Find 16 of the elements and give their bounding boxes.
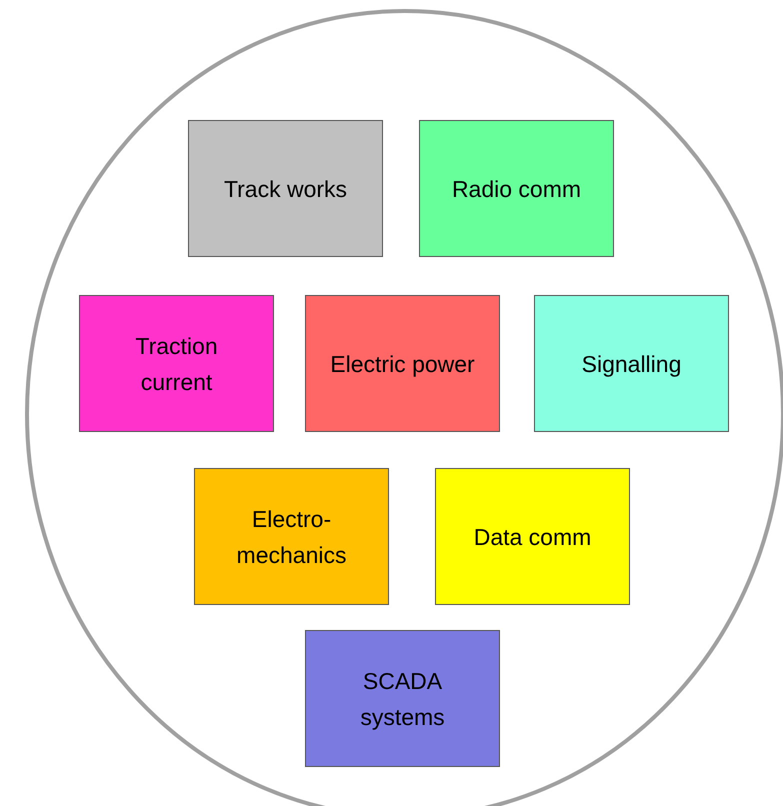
category-label: Signalling <box>582 350 682 379</box>
category-box <box>534 295 729 432</box>
category-label: Electro- mechanics <box>236 504 348 570</box>
category-label: Data comm <box>474 522 592 552</box>
category-label: Track works <box>224 174 348 204</box>
category-label: Electric power <box>330 350 475 379</box>
category-box <box>188 120 383 257</box>
category-box <box>305 295 500 432</box>
category-box <box>435 468 630 605</box>
category-box <box>419 120 614 257</box>
category-box <box>305 630 500 767</box>
category-box <box>79 295 274 432</box>
category-label: Radio comm <box>452 174 582 204</box>
category-label: Traction current <box>134 332 219 396</box>
category-label: SCADA systems <box>359 666 446 732</box>
category-box <box>194 468 389 605</box>
